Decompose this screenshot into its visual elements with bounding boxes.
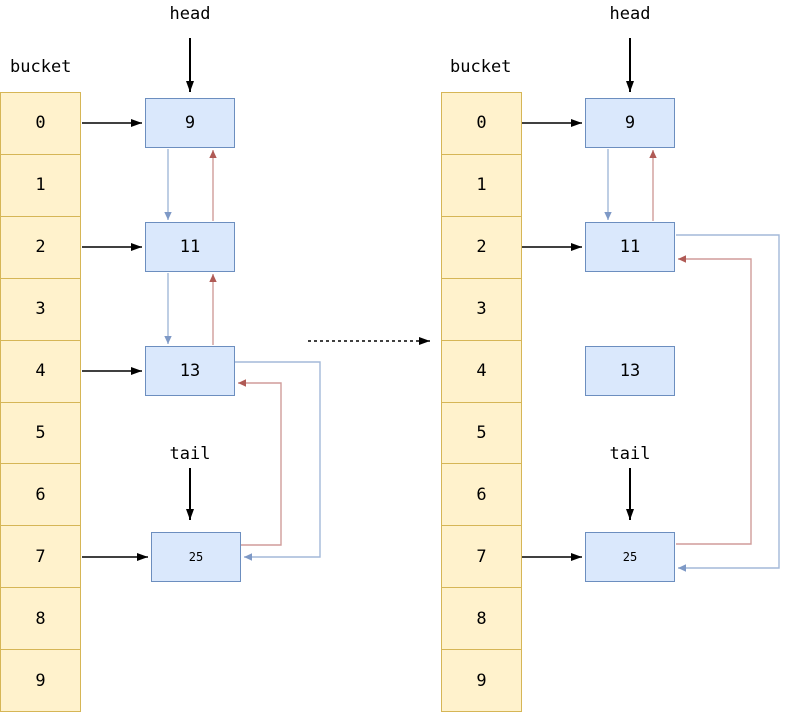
before-next-13-25 (235, 361, 321, 561)
node-9: 9 (145, 98, 235, 148)
bucket-label: bucket (10, 57, 72, 77)
node-25: 25 (151, 532, 241, 582)
before-prev-25-13 (238, 379, 282, 546)
bucket-cell-7: 7 (1, 526, 80, 589)
bucket-cell-9: 9 (476, 670, 487, 691)
bucket-cell-8: 8 (1, 588, 80, 651)
bucket-cell-0: 0 (1, 93, 80, 155)
bucket-cell-2: 2 (442, 217, 521, 279)
tail-label: tail (169, 444, 211, 464)
bucket-cell-0: 0 (442, 93, 521, 155)
bucket-cell-6: 6 (1, 464, 80, 527)
bucket-cell-5: 5 (1, 403, 80, 465)
bucket-cell-1: 1 (1, 155, 80, 217)
bucket-cell-9: 9 (35, 670, 46, 691)
node-25: 25 (585, 532, 675, 582)
bucket-cell-3: 3 (1, 279, 80, 341)
after-prev-25-11 (676, 255, 752, 545)
bucket-cell-2: 2 (1, 217, 80, 279)
node-13: 13 (145, 346, 235, 396)
after-next-11-25 (676, 234, 780, 572)
node-13: 13 (585, 346, 675, 396)
node-11: 11 (145, 222, 235, 272)
node-9: 9 (585, 98, 675, 148)
bucket-cell-4: 4 (442, 341, 521, 403)
bucket-label: bucket (450, 57, 512, 77)
bucket-cell-4: 4 (1, 341, 80, 403)
head-label: head (609, 4, 651, 24)
bucket-cell-6: 6 (442, 464, 521, 527)
bucket-cell-3: 3 (442, 279, 521, 341)
bucket-cell-7: 7 (442, 526, 521, 589)
bucket-cell-1: 1 (442, 155, 521, 217)
head-label: head (169, 4, 211, 24)
bucket-cell-8: 8 (442, 588, 521, 651)
bucket-cell-5: 5 (442, 403, 521, 465)
tail-label: tail (609, 444, 651, 464)
node-11: 11 (585, 222, 675, 272)
